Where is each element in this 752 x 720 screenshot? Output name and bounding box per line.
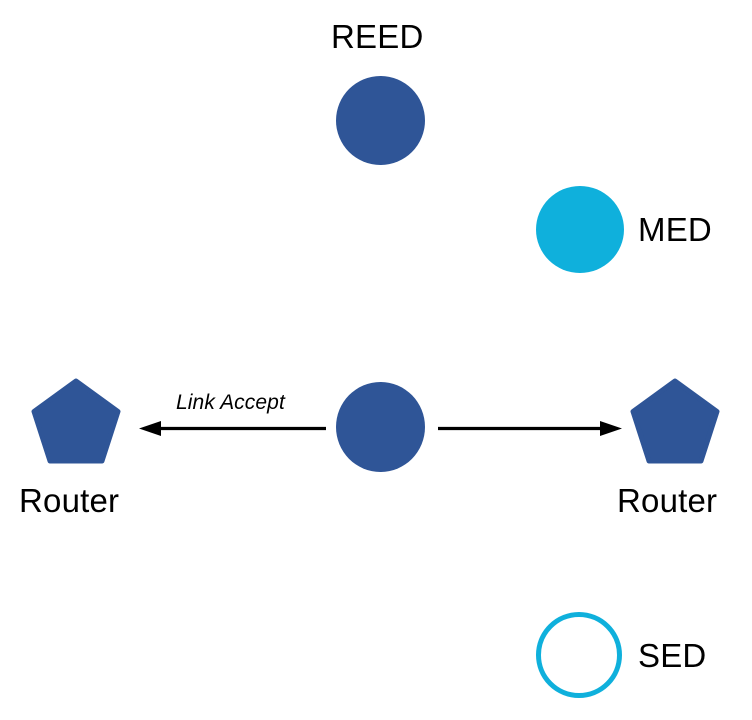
- pentagon-icon: [31, 378, 121, 464]
- sed-node[interactable]: [536, 612, 622, 698]
- sed-label: SED: [638, 637, 707, 674]
- arrow-head-icon: [600, 421, 622, 436]
- pentagon-icon: [630, 378, 720, 464]
- reed-node[interactable]: [336, 76, 425, 165]
- router-right-label: Router: [617, 482, 718, 519]
- router-left-node[interactable]: [31, 378, 121, 467]
- med-label: MED: [638, 211, 712, 248]
- router-left-label: Router: [19, 482, 120, 519]
- reed-label: REED: [331, 18, 424, 55]
- med-node[interactable]: [536, 186, 624, 273]
- router-center-node[interactable]: [336, 382, 425, 472]
- router-right-node[interactable]: [630, 378, 720, 467]
- link-accept-edge-label: Link Accept: [176, 391, 285, 414]
- arrow-head-icon: [139, 421, 161, 436]
- link-right-arrow[interactable]: [436, 410, 626, 450]
- link-accept-left-arrow[interactable]: [130, 410, 330, 450]
